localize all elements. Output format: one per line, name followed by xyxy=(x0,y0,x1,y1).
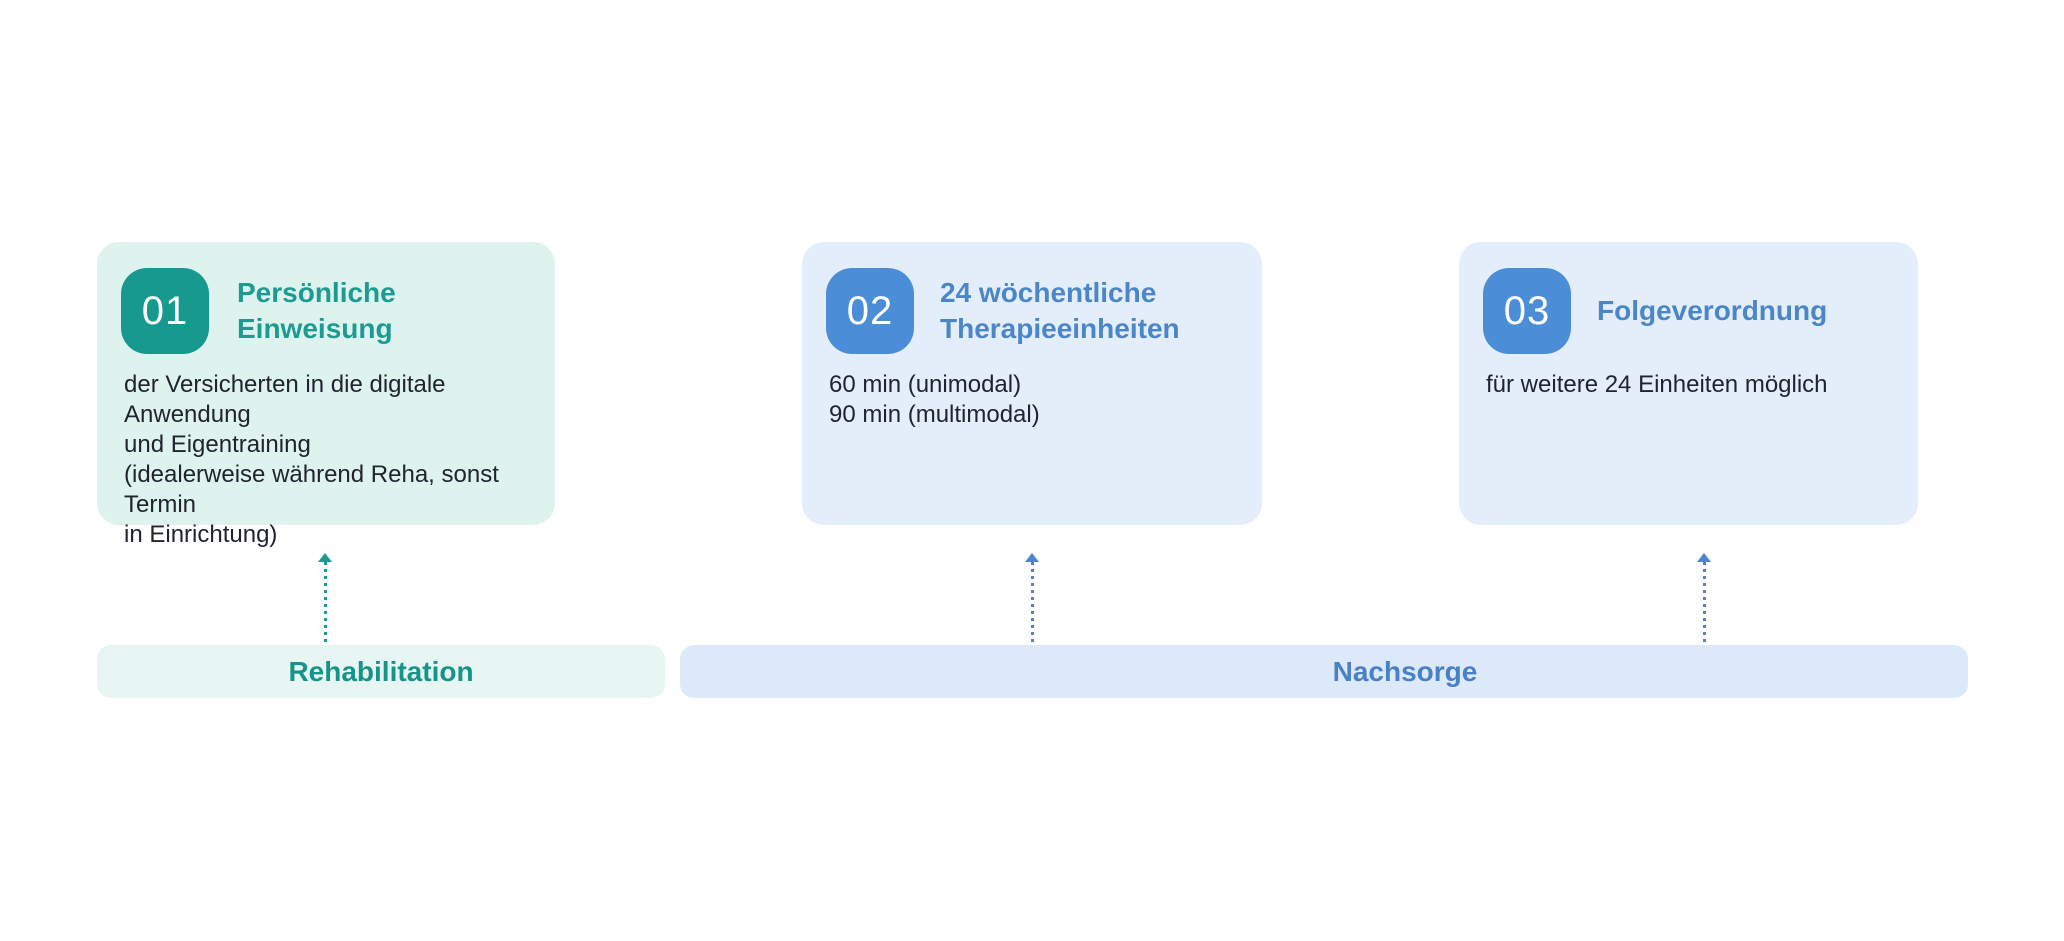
step-number-2: 02 xyxy=(846,288,894,333)
arrow-up-icon xyxy=(1025,553,1039,562)
step-card-therapieeinheiten: 02 24 wöchentliche Therapieeinheiten 60 … xyxy=(802,242,1262,525)
phase-label-nachsorge: Nachsorge xyxy=(1332,655,1478,687)
step-body-1: der Versicherten in die digitale Anwendu… xyxy=(124,371,499,548)
connector-arrow-rehabilitation xyxy=(318,553,332,645)
step-body-3: für weitere 24 Einheiten möglich xyxy=(1486,371,1828,398)
step-title-1: Persönliche Einweisung xyxy=(237,277,396,344)
step-card-einweisung: 01 Persönliche Einweisung der Versichert… xyxy=(97,242,555,548)
connector-arrow-nachsorge-1 xyxy=(1025,553,1039,645)
step-number-badge-1: 01 xyxy=(121,268,209,354)
dotted-line xyxy=(1702,562,1706,645)
arrow-up-icon xyxy=(318,553,332,562)
step-number-3: 03 xyxy=(1503,288,1551,333)
step-number-badge-2: 02 xyxy=(826,268,914,354)
phase-bar-nachsorge: Nachsorge xyxy=(680,645,1968,698)
step-title-3: Folgeverordnung xyxy=(1597,295,1828,326)
step-card-folgeverordnung: 03 Folgeverordnung für weitere 24 Einhei… xyxy=(1459,242,1918,525)
step-number-badge-3: 03 xyxy=(1483,268,1571,354)
phase-bar-rehabilitation: Rehabilitation xyxy=(97,645,665,698)
step-body-2: 60 min (unimodal) 90 min (multimodal) xyxy=(829,371,1040,428)
step-number-1: 01 xyxy=(141,288,189,333)
dotted-line xyxy=(1030,562,1034,645)
arrow-up-icon xyxy=(1697,553,1711,562)
step-title-2: 24 wöchentliche Therapieeinheiten xyxy=(940,277,1180,344)
phase-label-rehabilitation: Rehabilitation xyxy=(288,655,474,687)
connector-arrow-nachsorge-2 xyxy=(1697,553,1711,645)
dotted-line xyxy=(323,562,327,645)
